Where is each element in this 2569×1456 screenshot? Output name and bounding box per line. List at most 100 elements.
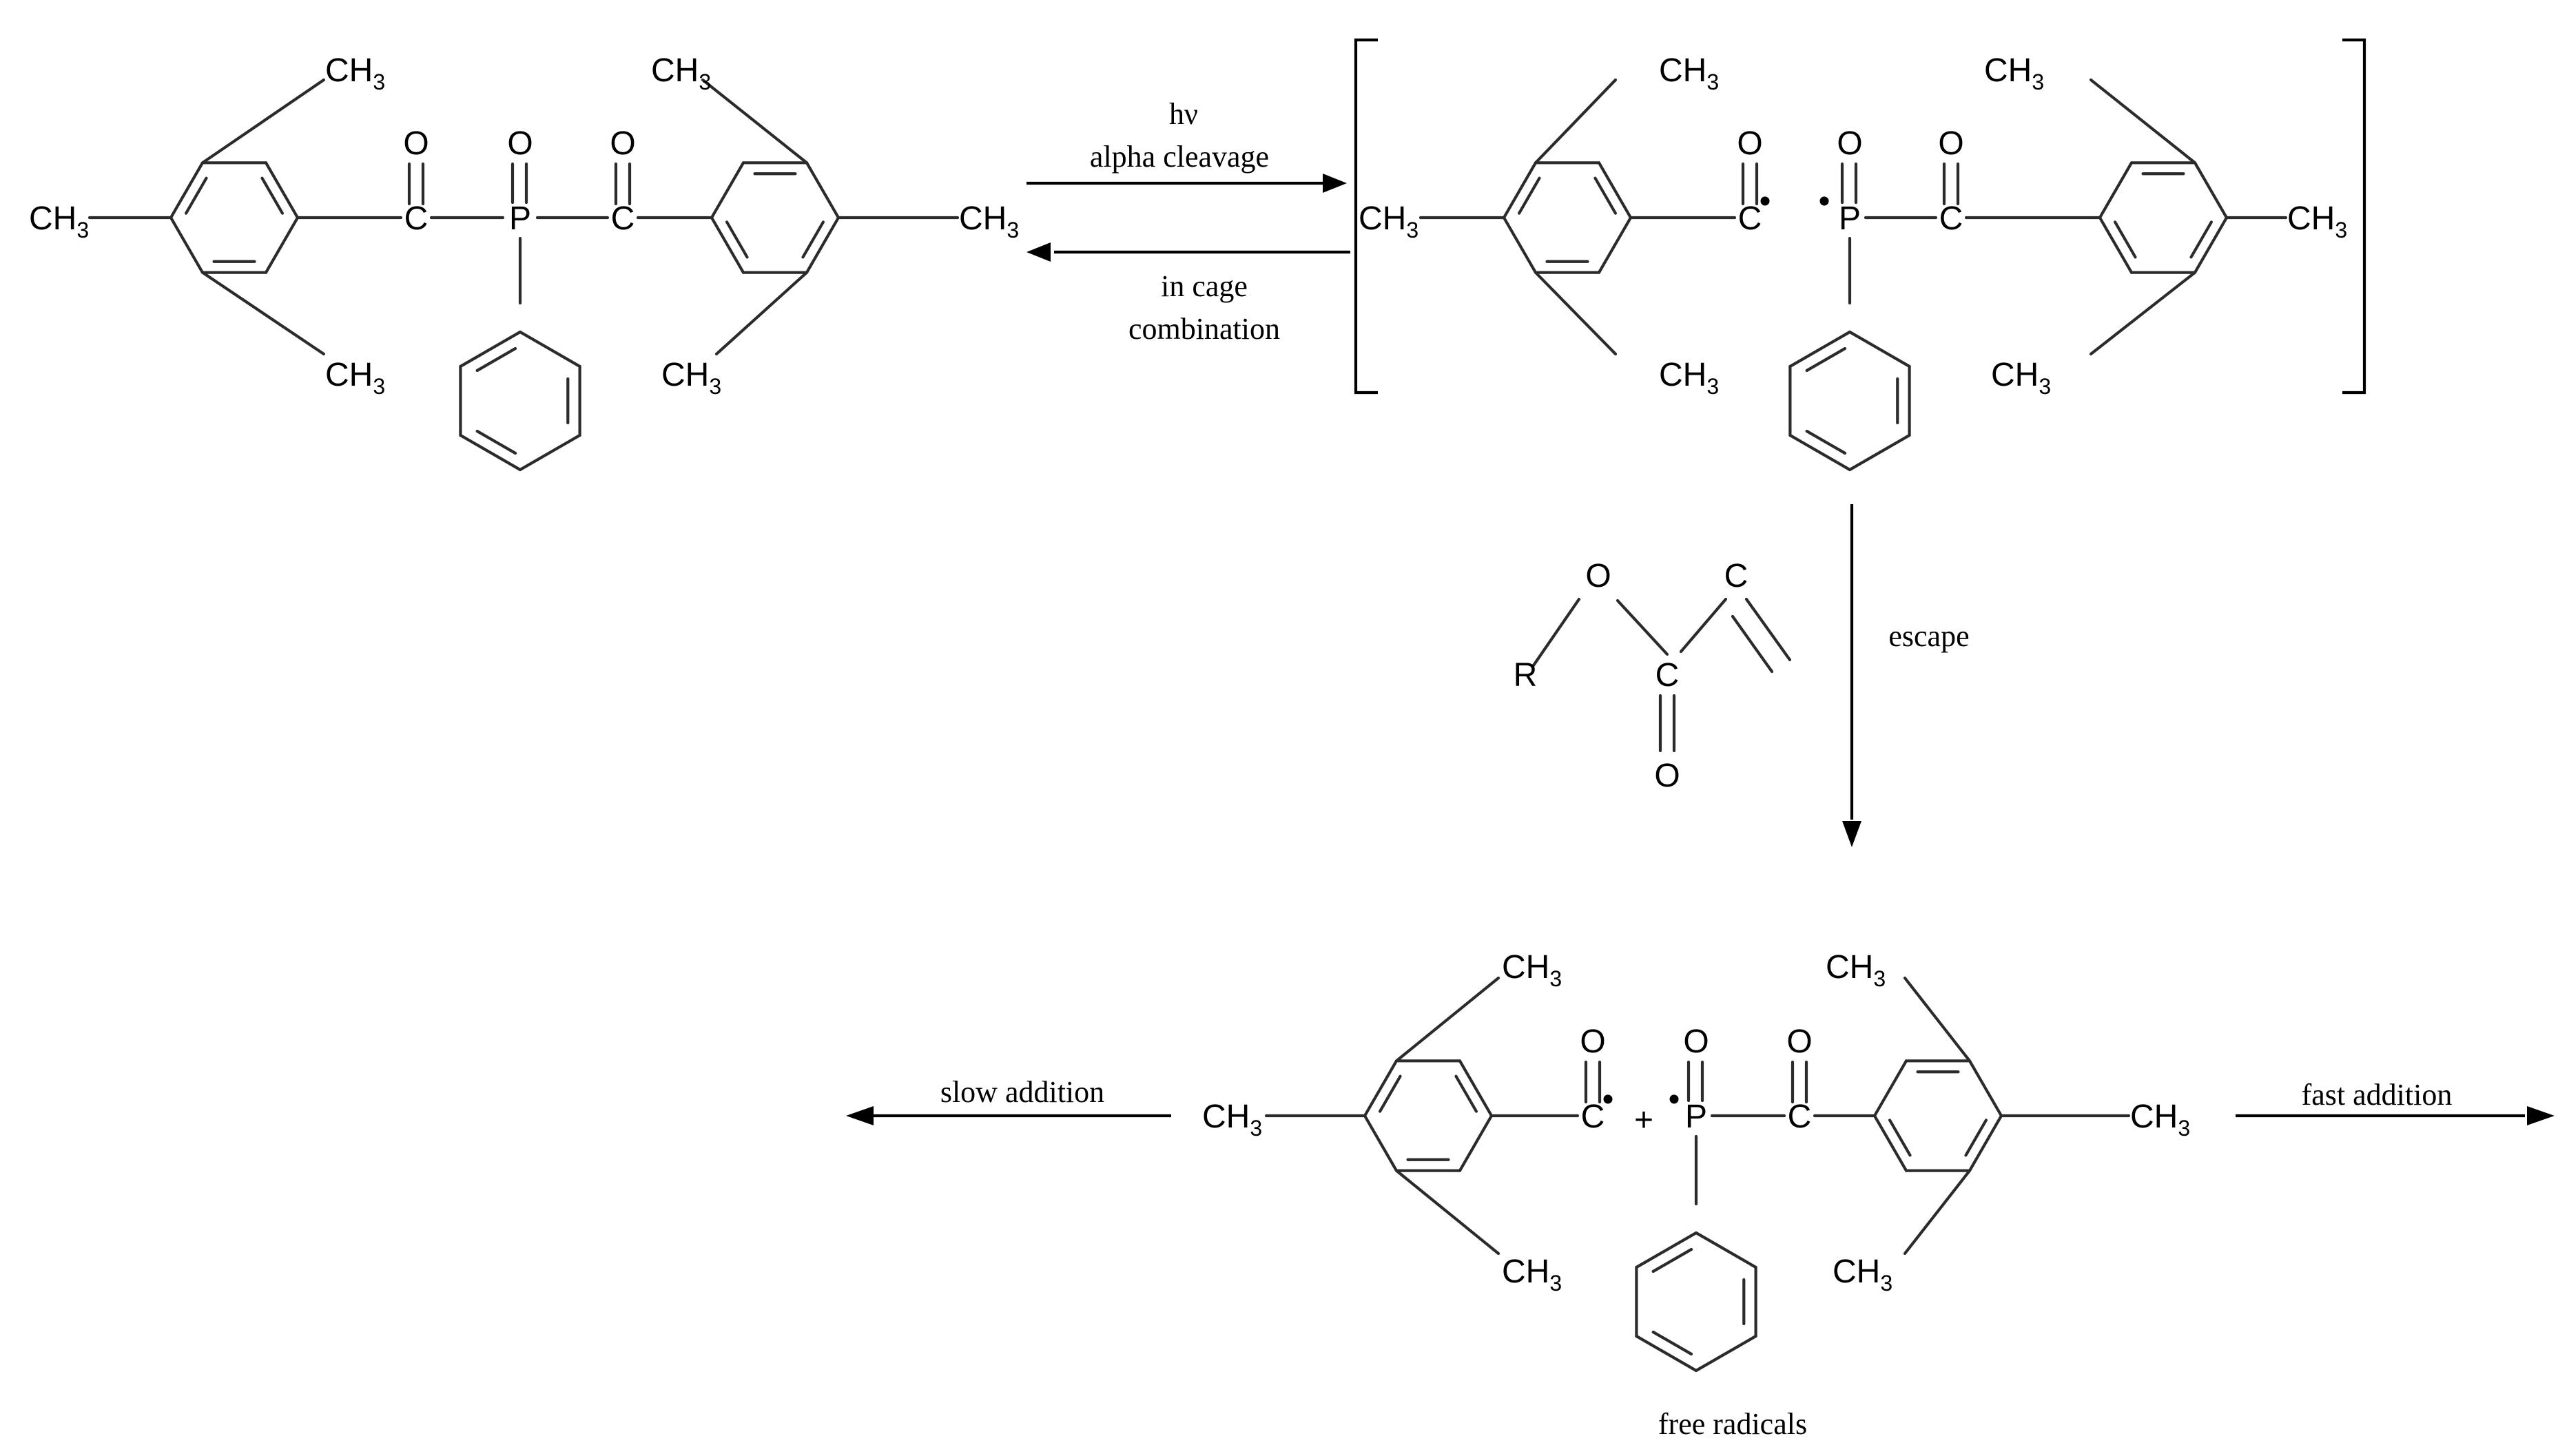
reverse-label-line1: in cage [1161,269,1248,303]
carbonyl-oxygen: O [1737,125,1762,162]
bond [1744,597,1792,662]
methyl-label: CH3 [1833,1254,1892,1296]
bond [1597,216,1633,274]
bond [2193,161,2229,220]
bond [1968,1059,2003,1118]
structure-bonds [87,78,2288,1373]
acrylate-vinyl-carbon: C [1724,558,1748,594]
bond [200,271,326,356]
methyl-label: CH3 [1502,1254,1562,1296]
acrylate-carbonyl-carbon: C [1655,657,1680,694]
bond [1531,597,1581,667]
forward-label-line1: hν [1169,97,1198,131]
plus-sign: + [1634,1102,1653,1138]
methyl-label: CH3 [325,52,385,94]
methyl-label: CH3 [1991,357,2051,399]
bond [169,216,205,274]
bond [1805,346,1847,373]
bond [1635,1231,1698,1269]
bond [1502,216,1538,274]
methyl-label: CH3 [325,357,385,399]
bond [1968,1114,2003,1172]
bond [1597,161,1633,220]
phosphorus-atom: P [1685,1099,1707,1135]
slow-addition-label: slow addition [940,1075,1104,1109]
bond [1651,1330,1693,1356]
carbonyl-carbon: C [611,200,635,237]
bond [1888,1119,1912,1157]
forward-label-line2: alpha cleavage [1090,140,1269,174]
forward-arrow-head [1323,174,1347,193]
bond [475,429,517,455]
bond [1848,330,1911,368]
carbonyl-oxygen: O [610,125,635,162]
bond [475,346,517,373]
phosphoryl-oxygen: O [1837,125,1862,162]
bond [518,433,581,472]
bond [1363,1059,1399,1118]
methyl-label: CH3 [1502,949,1562,991]
bond [714,271,809,356]
bond [2089,78,2197,165]
carbonyl-oxygen: O [1580,1023,1605,1060]
methyl-label: CH3 [1826,949,1886,991]
carbonyl-oxygen: O [1938,125,1963,162]
bond [2089,271,2197,356]
bond [710,161,745,220]
acrylate-r-group: R [1514,657,1538,694]
phosphorus-atom: P [509,200,531,237]
bond [1964,1119,1988,1157]
phosphorus-atom: P [1839,200,1861,237]
methyl-label: CH3 [959,200,1019,242]
acrylate-monomer [1531,597,1792,753]
bond [1694,1231,1757,1269]
phosphoryl-oxygen: O [507,125,533,162]
radical-dot: • [1669,1081,1680,1118]
methyl-label: CH3 [1359,200,1418,242]
reverse-arrow-head [1026,242,1051,262]
acrylate-carbonyl-oxygen: O [1654,758,1680,794]
fast-addition-arrow-head [2527,1106,2555,1125]
radical-dot: • [1819,183,1830,220]
bond [1903,976,1972,1063]
carbonyl-carbon: C [1788,1099,1812,1135]
bond [1502,161,1538,220]
methyl-label: CH3 [651,52,711,94]
fast-addition-label: fast addition [2302,1078,2453,1112]
methyl-label: CH3 [1984,52,2044,94]
methyl-label: CH3 [661,357,721,399]
carbonyl-carbon: C [1581,1099,1605,1135]
bond [518,330,581,368]
methyl-label: CH3 [1202,1099,1262,1141]
bond [1458,1059,1494,1118]
methyl-label: CH3 [29,200,89,242]
bond [701,78,809,165]
free-radicals-caption: free radicals [1658,1407,1807,1441]
bond [2193,216,2229,274]
bond [1458,1114,1494,1172]
bond [184,176,208,215]
bond [1394,1169,1500,1256]
bond [1593,176,1618,215]
bond [1534,78,1618,165]
bond [1635,1334,1698,1373]
reverse-label-line2: combination [1128,312,1280,346]
bond [1616,599,1669,656]
bond [1679,597,1728,654]
bond [1872,1114,1908,1172]
bond [1788,330,1852,368]
bond [1394,976,1500,1063]
methyl-label: CH3 [2130,1099,2190,1141]
bond [264,216,300,274]
methyl-label: CH3 [1659,52,1719,94]
bond [1805,429,1847,455]
bond [1534,271,1618,356]
bond [1363,1114,1399,1172]
acrylate-ether-oxygen: O [1585,558,1611,594]
carbonyl-carbon: C [1939,200,1963,237]
bond [459,330,522,368]
bond [2113,220,2137,259]
bond [1848,433,1911,472]
bond [801,220,825,259]
